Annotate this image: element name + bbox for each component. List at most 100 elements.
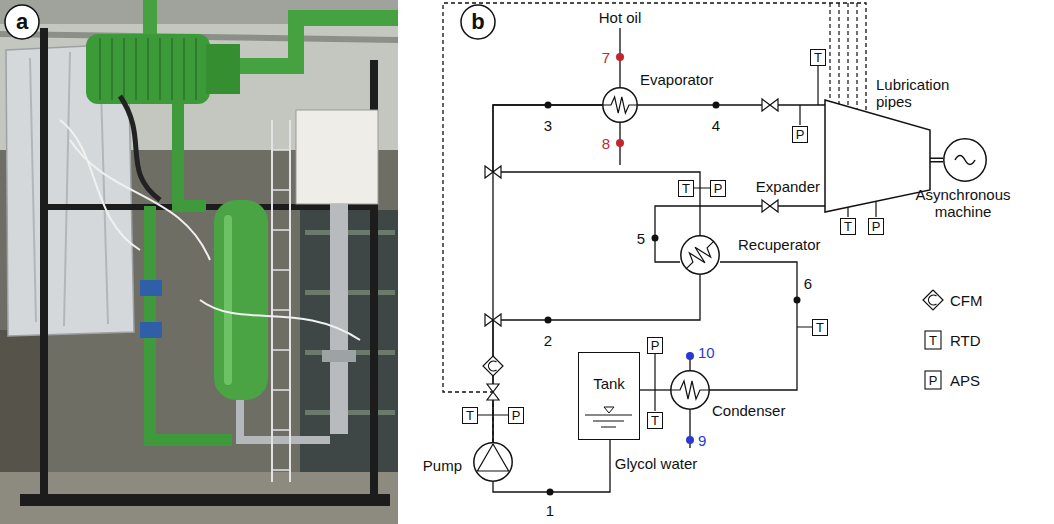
test-rig-photo-part: [322, 350, 356, 362]
evaporator-symbol: Evaporator: [602, 87, 638, 123]
pipe: [638, 105, 825, 106]
pressure-sensor: P: [868, 218, 885, 235]
label-holder: 8: [602, 135, 610, 152]
test-rig-photo-part: [86, 34, 210, 104]
test-rig-photo-part: [40, 204, 378, 210]
expander-symbol: Expander: [825, 100, 930, 212]
state-point-dots-part: [616, 139, 624, 147]
label-holder: 3: [544, 117, 552, 134]
state-point-number: 8: [602, 135, 610, 152]
test-rig-photo-part: [0, 472, 398, 524]
label-holder: Hot oil: [597, 9, 644, 26]
state-point-dots-part: [547, 489, 554, 496]
state-point-dots-part: [545, 317, 552, 324]
temperature-sensor: T: [462, 407, 478, 424]
test-rig-photo-part: [214, 200, 268, 400]
state-point-dots-part: [794, 297, 801, 304]
label-holder: 10: [698, 344, 715, 361]
test-rig-photo-part: [120, 96, 160, 200]
test-rig-photo-part: [305, 410, 395, 415]
test-rig-photo-part: [20, 494, 390, 506]
label-holder: a: [16, 10, 28, 34]
label-holder: P: [929, 373, 938, 388]
recuperator-symbol: Recuperator: [680, 235, 720, 275]
state-point-number: 2: [544, 332, 552, 349]
component-name: Recuperator: [738, 236, 821, 253]
generator-symbol: Asynchronous machine: [943, 138, 987, 182]
panel-letter: a: [16, 10, 28, 34]
test-rig-photo-part: [272, 120, 290, 482]
sensor-letter: P: [796, 127, 805, 142]
condenser-symbol: [670, 370, 710, 410]
legend-swatch: [925, 371, 941, 389]
state-point-dots-part: [686, 352, 694, 360]
state-point-dots: [545, 53, 801, 496]
sensor-letter: P: [512, 408, 521, 423]
pipe: [638, 104, 825, 105]
state-point-number: 9: [698, 432, 706, 449]
test-rig-photo-part: [305, 230, 395, 235]
expander-symbol: [825, 100, 930, 212]
legend-symbol-letter: P: [929, 373, 938, 388]
state-point-number: 5: [637, 230, 645, 247]
component-name: Evaporator: [640, 71, 713, 88]
valve-symbol-part: [487, 384, 499, 400]
state-point-number: 6: [804, 275, 812, 292]
label-holder: 1: [546, 502, 554, 519]
label-holder: 2: [544, 332, 552, 349]
test-rig-photo-part: [178, 104, 206, 206]
flow-meter-symbol-part: [489, 361, 497, 371]
fluid-label: Hot oil: [597, 9, 644, 26]
condenser-symbol: Condenser: [670, 370, 710, 410]
test-rig-photo-part: [240, 18, 398, 66]
pipe: [493, 105, 700, 235]
pressure-sensor: P: [508, 407, 525, 424]
pressure-sensor: P: [710, 180, 727, 197]
pipe: [493, 275, 700, 442]
test-rig-photo-part: [60, 120, 360, 340]
test-rig-photo: [0, 0, 398, 524]
component-name: Condenser: [712, 402, 785, 419]
generator-symbol: [943, 138, 987, 182]
test-rig-photo-part: [206, 44, 240, 94]
pressure-sensor: P: [647, 337, 664, 354]
label-holder: 4: [712, 117, 720, 134]
temperature-sensor: T: [647, 412, 663, 429]
panel-badges-part: [5, 5, 39, 39]
temperature-sensor: T: [678, 180, 694, 197]
sensor-letter: T: [682, 181, 690, 196]
sensor-letter: P: [872, 219, 881, 234]
temperature-sensor: T: [810, 49, 826, 66]
test-rig-photo-part: [0, 330, 40, 480]
label-holder: b: [471, 10, 484, 34]
label-holder: 5: [637, 230, 645, 247]
lubrication-branches: [830, 3, 857, 109]
test-rig-photo-part: [305, 290, 395, 295]
legend-text: RTD: [950, 332, 981, 349]
label-holder: T: [929, 333, 937, 348]
tank-vessel: Tank: [578, 352, 640, 440]
flow-meter-symbol: [483, 356, 503, 376]
legend-text: CFM: [950, 292, 983, 309]
sensor-leads-part: [478, 66, 876, 415]
test-rig-photo-part: [296, 110, 378, 204]
valve-symbol-part: [762, 200, 778, 212]
sensor-letter: T: [651, 413, 659, 428]
label-holder: 6: [804, 275, 812, 292]
test-rig-photo-part: [240, 400, 330, 440]
evaporator-symbol: [602, 87, 638, 123]
sensor-letter: T: [466, 408, 474, 423]
label-holder: 7: [602, 49, 610, 66]
state-point-number: 10: [698, 344, 715, 361]
legend-symbol-letter: T: [929, 333, 937, 348]
pipe: [493, 275, 700, 442]
fluid-label: Glycol water: [615, 455, 698, 472]
label-holder: Lubrication pipes: [876, 76, 960, 110]
test-rig-photo-part: [40, 28, 48, 506]
pipe: [710, 262, 797, 390]
legend-row: APS: [950, 372, 980, 389]
liquid-level-mark: [579, 353, 638, 438]
test-rig-photo-part: [272, 150, 290, 470]
pipe: [493, 105, 700, 235]
